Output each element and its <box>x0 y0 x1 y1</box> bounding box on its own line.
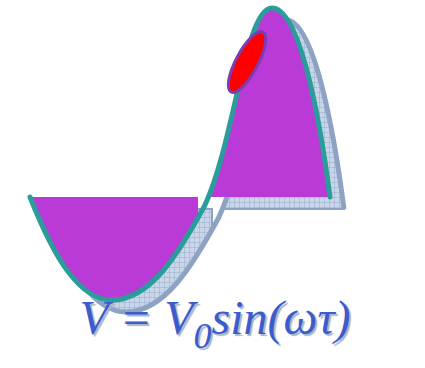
highlight-ellipse <box>221 27 272 97</box>
sine-curve <box>30 8 330 300</box>
subscript: 0 <box>194 316 212 356</box>
formula-text: sin(ωτ) <box>212 291 351 344</box>
formula-text: V = V <box>79 291 193 344</box>
formula: V = V0sin(ωτ) <box>40 292 390 345</box>
positive-half-fill <box>208 8 330 197</box>
